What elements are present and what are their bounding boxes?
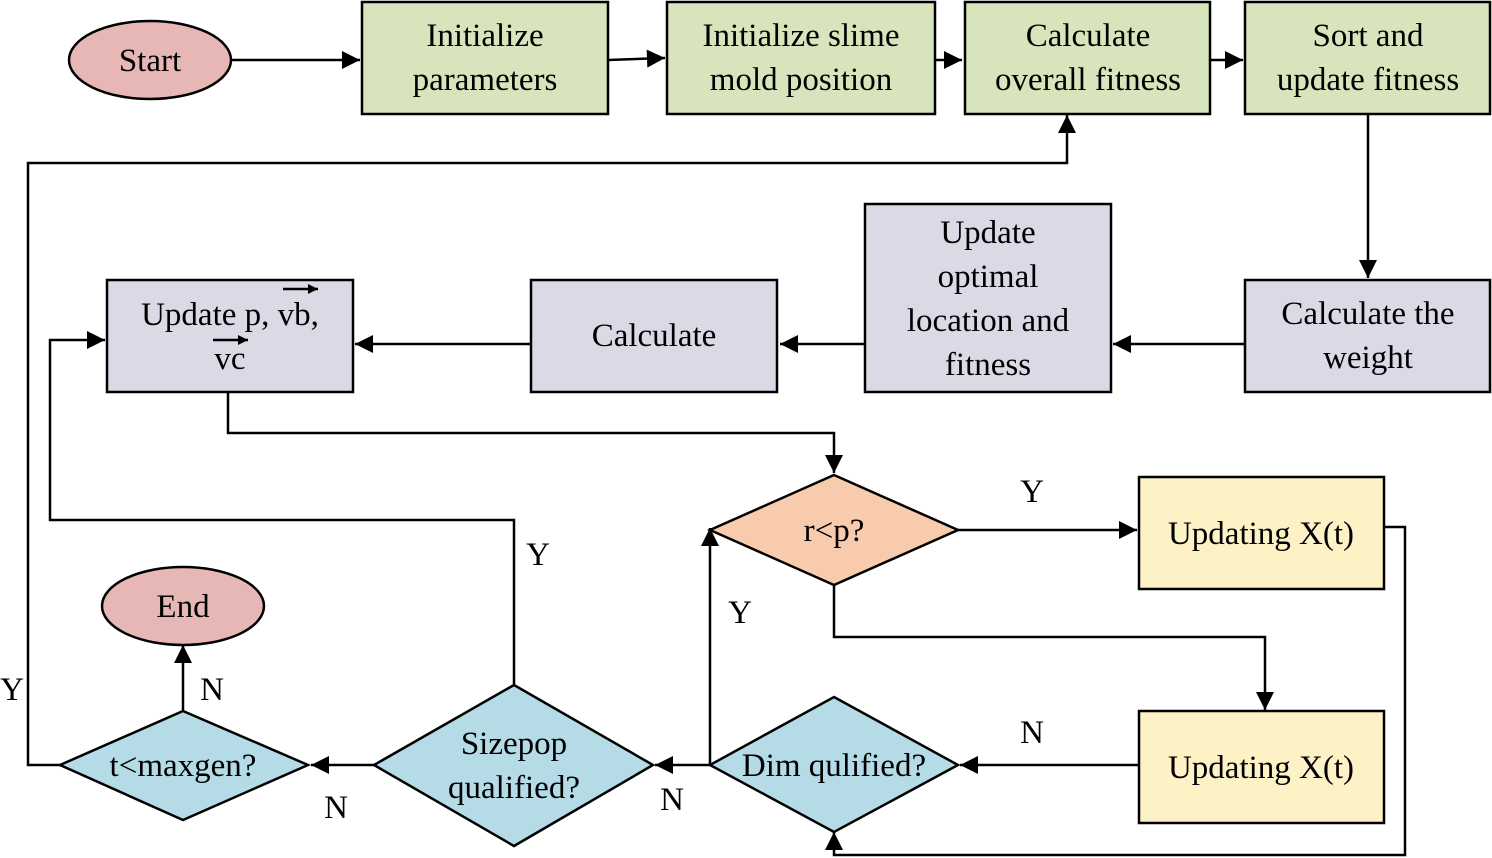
edge-update-p-to-r xyxy=(226,392,843,473)
dim-yes-label: Y xyxy=(728,595,752,631)
sizepop-no-label: N xyxy=(324,790,348,826)
init-slime-label-line2: mold position xyxy=(710,62,892,98)
calc-fitness-shape xyxy=(963,0,1212,116)
dim-no-label: N xyxy=(660,782,684,818)
calc-weight-box: Calculate the weight xyxy=(1243,278,1492,394)
edge-labels: Y N Y N Y N Y N xyxy=(0,474,1044,826)
calculate-shape xyxy=(529,278,779,394)
sizepop-yes-label: Y xyxy=(526,537,550,573)
maxgen-no-label: N xyxy=(200,672,224,708)
sort-fitness-box: Sort and update fitness xyxy=(1243,0,1492,116)
start-label: Start xyxy=(119,43,181,79)
edge-sizepop-yes-to-update-p xyxy=(48,331,516,684)
updating-x2-box: Updating X(t) xyxy=(1137,709,1386,825)
end-label: End xyxy=(156,589,210,625)
sort-fitness-label-line2: update fitness xyxy=(1277,62,1459,98)
t-maxgen-decision: t<maxgen? xyxy=(56,709,312,822)
updating-x2-no-label: N xyxy=(1020,715,1044,751)
update-optimal-label-line1: Update xyxy=(940,215,1035,251)
r-lt-p-label: r<p? xyxy=(804,513,865,549)
updating-x2-label: Updating X(t) xyxy=(1168,750,1354,786)
update-optimal-shape xyxy=(863,202,1113,394)
calc-fitness-label-line1: Calculate xyxy=(1026,18,1151,54)
updating-x1-label: Updating X(t) xyxy=(1168,516,1354,552)
calc-weight-label-line2: weight xyxy=(1323,340,1413,376)
calc-fitness-box: Calculate overall fitness xyxy=(963,0,1212,116)
init-params-shape xyxy=(360,0,610,116)
update-p-label-line2: vc xyxy=(214,341,245,377)
end-shape xyxy=(100,565,266,647)
update-optimal-label-line2: optimal xyxy=(938,259,1039,295)
init-slime-shape xyxy=(665,0,937,116)
sizepop-qualified-label-line2: qualified? xyxy=(448,770,580,806)
calculate-label: Calculate xyxy=(592,318,717,354)
r-lt-p-decision: r<p? xyxy=(706,473,962,587)
edge-r-no-to-updating-x2 xyxy=(832,585,1274,710)
sizepop-qualified-decision: Sizepop qualified? xyxy=(371,683,656,848)
start-terminal: Start xyxy=(67,19,233,101)
edge-init-params-to-init-slime xyxy=(607,49,666,68)
dim-qualified-shape xyxy=(707,695,961,834)
updating-x1-shape xyxy=(1137,475,1386,591)
sort-fitness-label-line1: Sort and xyxy=(1313,18,1424,54)
dim-qualified-label: Dim qulified? xyxy=(742,748,926,784)
maxgen-yes-label: Y xyxy=(0,672,24,708)
calc-fitness-label-line2: overall fitness xyxy=(995,62,1181,98)
update-optimal-label-line3: location and xyxy=(907,303,1070,339)
update-p-shape xyxy=(105,278,355,394)
connectors xyxy=(26,49,1407,857)
update-p-box: Update p, vb, vc xyxy=(105,278,355,394)
updating-x1-box: Updating X(t) xyxy=(1137,475,1386,591)
init-slime-box: Initialize slime mold position xyxy=(665,0,937,116)
update-optimal-box: Update optimal location and fitness xyxy=(863,202,1113,394)
calculate-box: Calculate xyxy=(529,278,779,394)
sort-fitness-shape xyxy=(1243,0,1492,116)
sizepop-qualified-shape xyxy=(371,683,656,848)
updating-x2-shape xyxy=(1137,709,1386,825)
dim-qualified-decision: Dim qulified? xyxy=(707,695,961,834)
update-optimal-label-line4: fitness xyxy=(945,347,1031,383)
r-yes-label: Y xyxy=(1020,474,1044,510)
edge-maxgen-yes-to-calc-fitness xyxy=(26,115,1076,767)
t-maxgen-label: t<maxgen? xyxy=(110,748,257,784)
init-params-label-line1: Initialize xyxy=(426,18,543,54)
calc-weight-shape xyxy=(1243,278,1492,394)
t-maxgen-shape xyxy=(56,709,312,822)
init-params-label-line2: parameters xyxy=(413,62,558,98)
update-p-label-line1: Update p, vb, xyxy=(141,297,319,333)
end-terminal: End xyxy=(100,565,266,647)
calc-weight-label-line1: Calculate the xyxy=(1281,296,1454,332)
init-slime-label-line1: Initialize slime xyxy=(702,18,899,54)
start-shape xyxy=(67,19,233,101)
sizepop-qualified-label-line1: Sizepop xyxy=(461,726,567,762)
edge-updating-x1-to-dim xyxy=(825,525,1407,857)
init-params-box: Initialize parameters xyxy=(360,0,610,116)
r-lt-p-shape xyxy=(706,473,962,587)
